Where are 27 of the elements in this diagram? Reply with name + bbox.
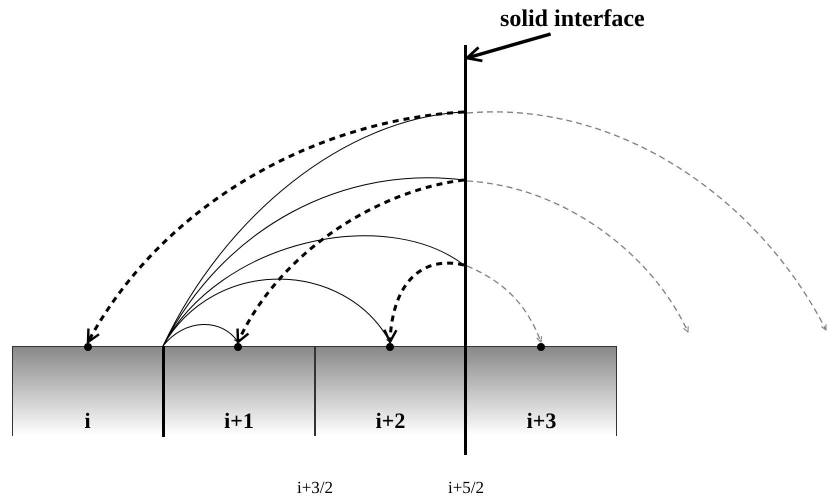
node-point xyxy=(84,343,92,351)
leader-arrow xyxy=(466,32,552,62)
grid-cell xyxy=(466,346,617,436)
cell-label: i+2 xyxy=(376,408,406,434)
arrow xyxy=(466,111,827,331)
arrow xyxy=(86,110,464,344)
face-label: i+5/2 xyxy=(448,478,484,498)
cell-label: i+1 xyxy=(224,408,254,434)
arrow xyxy=(384,262,464,344)
interface-line xyxy=(162,346,164,437)
arrow xyxy=(466,180,689,333)
node-point xyxy=(234,343,242,351)
grid-cell xyxy=(163,346,315,436)
node-point xyxy=(386,343,394,351)
node-point xyxy=(537,343,545,351)
arc xyxy=(162,235,464,346)
arrow xyxy=(236,178,464,344)
interface-label: solid interface xyxy=(500,6,645,33)
cell-label: i xyxy=(84,408,91,434)
grid-cell xyxy=(12,346,163,436)
face-label: i+3/2 xyxy=(296,478,334,498)
arrow xyxy=(162,278,390,346)
interface-line xyxy=(464,45,467,455)
cell-label: i+3 xyxy=(526,408,556,434)
arrow xyxy=(162,324,238,346)
grid-cell xyxy=(315,346,466,436)
arrow xyxy=(466,265,542,343)
